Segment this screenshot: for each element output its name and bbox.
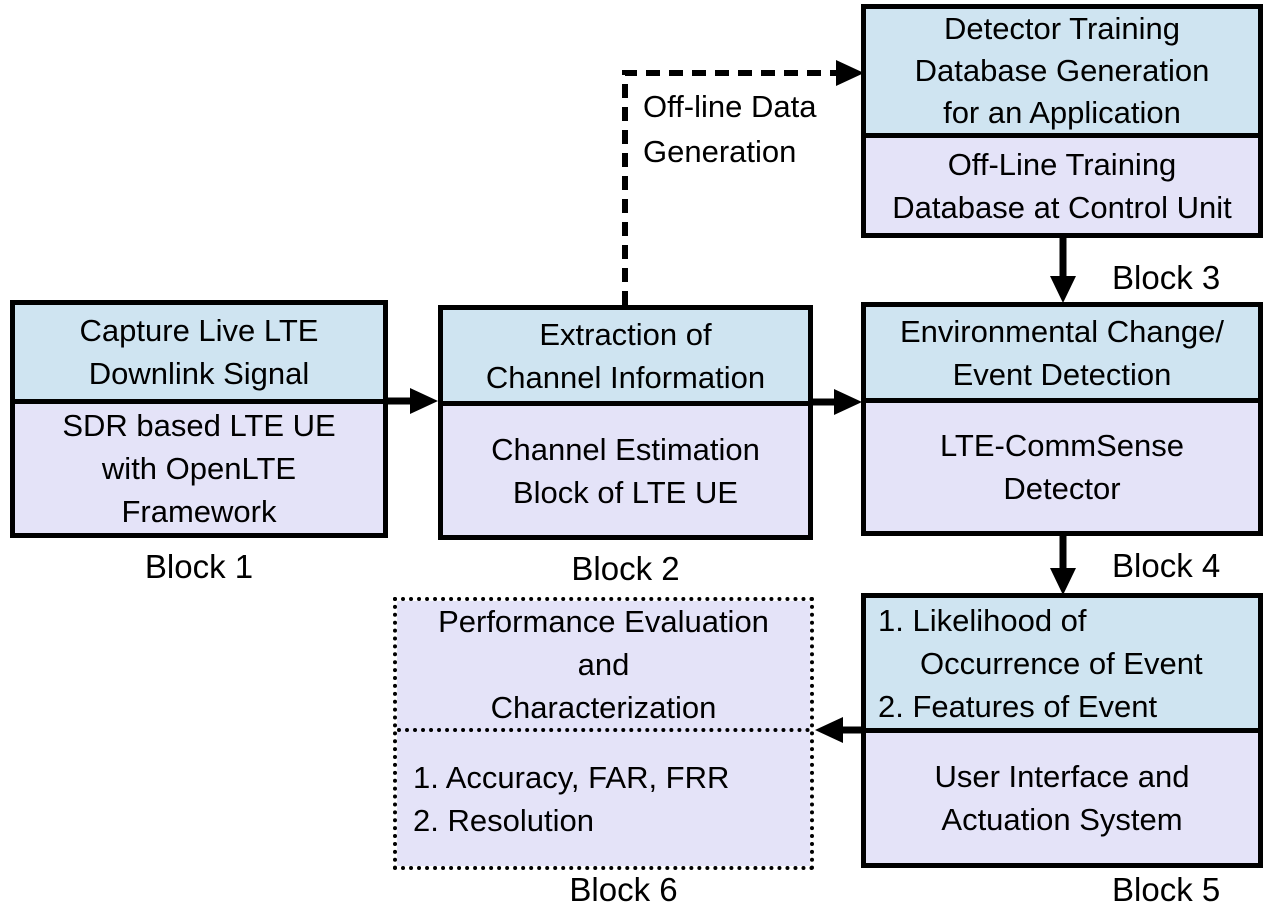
block6-list-item-1: 1. Accuracy, FAR, FRR <box>413 760 730 795</box>
block1-top-text: Capture Live LTE Downlink Signal <box>79 313 319 391</box>
block2-bottom-section: Channel Estimation Block of LTE UE <box>443 406 808 535</box>
block3-bottom-text: Off-Line Training Database at Control Un… <box>892 146 1232 225</box>
block4: Environmental Change/ Event Detection LT… <box>861 302 1263 536</box>
block3-top-text: Detector Training Database Generation fo… <box>914 11 1210 130</box>
block6-list-item-2: 2. Resolution <box>413 803 594 838</box>
block6-top-section: Performance Evaluation and Characterizat… <box>397 601 810 732</box>
offline-data-generation-label: Off-line Data Generation <box>643 89 817 169</box>
block2-top-section: Extraction of Channel Information <box>443 310 808 406</box>
block4-bottom-text: LTE-CommSense Detector <box>939 428 1185 506</box>
block2-label: Block 2 <box>571 550 680 587</box>
block1-label: Block 1 <box>144 548 254 585</box>
block1-bottom-section: SDR based LTE UE with OpenLTE Framework <box>15 404 383 533</box>
block4-label: Block 4 <box>1112 547 1221 584</box>
block1-top-section: Capture Live LTE Downlink Signal <box>15 305 383 404</box>
block6-bottom-section: 1. Accuracy, FAR, FRR 2. Resolution <box>397 732 810 866</box>
arrowhead-block1-to-block2 <box>410 388 438 414</box>
block5-bottom-text: User Interface and Actuation System <box>934 759 1190 837</box>
block3-label: Block 3 <box>1112 259 1221 296</box>
block3-top-section: Detector Training Database Generation fo… <box>866 9 1258 138</box>
block5: 1. Likelihood of Occurrence of Event 2. … <box>861 593 1263 868</box>
block2-top-text: Extraction of Channel Information <box>485 316 766 395</box>
block5-list-item-2: 2. Features of Event <box>878 688 1158 724</box>
block6-top-text: Performance Evaluation and Characterizat… <box>438 604 769 725</box>
block1-bottom-text: SDR based LTE UE with OpenLTE Framework <box>62 408 336 529</box>
block6-label: Block 6 <box>569 871 678 908</box>
block2: Extraction of Channel Information Channe… <box>438 305 813 540</box>
block5-bottom-section: User Interface and Actuation System <box>866 733 1258 863</box>
block5-top-section: 1. Likelihood of Occurrence of Event 2. … <box>866 598 1258 733</box>
arrowhead-block5-to-block6 <box>815 717 843 743</box>
block1: Capture Live LTE Downlink Signal SDR bas… <box>10 300 388 538</box>
block2-bottom-text: Channel Estimation Block of LTE UE <box>491 431 760 510</box>
block4-top-text: Environmental Change/ Event Detection <box>900 313 1224 392</box>
arrowhead-block3-to-block4 <box>1050 276 1076 303</box>
block5-label: Block 5 <box>1112 871 1221 908</box>
block4-top-section: Environmental Change/ Event Detection <box>866 307 1258 403</box>
block3-bottom-section: Off-Line Training Database at Control Un… <box>866 138 1258 233</box>
block5-list-item-1: 1. Likelihood of Occurrence of Event <box>878 602 1203 681</box>
arrowhead-dashed-block2-to-block3 <box>836 60 864 86</box>
arrowhead-block2-to-block4 <box>834 389 862 415</box>
block3: Detector Training Database Generation fo… <box>861 4 1263 238</box>
arrowhead-block4-to-block5 <box>1050 568 1076 595</box>
block4-bottom-section: LTE-CommSense Detector <box>866 403 1258 531</box>
block6: Performance Evaluation and Characterizat… <box>393 597 814 870</box>
